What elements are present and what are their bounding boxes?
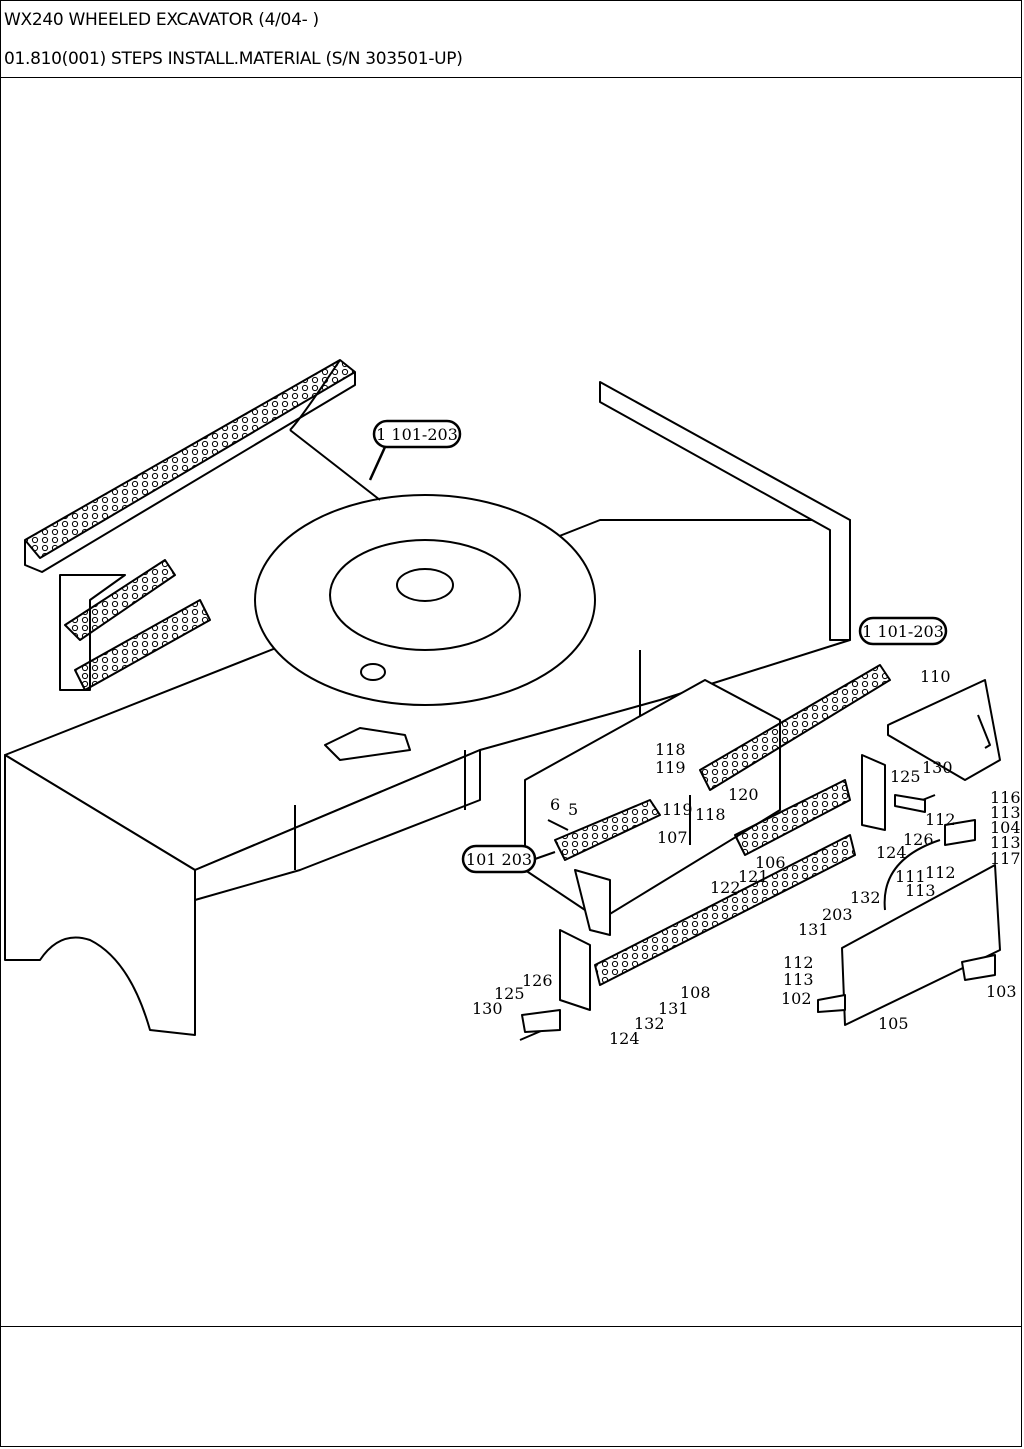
part-label: 125 (890, 767, 921, 786)
part-label: 131 (658, 999, 689, 1018)
part-label: 124 (609, 1029, 640, 1048)
frame-front-edge (194, 749, 481, 901)
part-label: 118 (695, 805, 726, 824)
part-label: 132 (850, 888, 881, 907)
part-label: 131 (798, 920, 829, 939)
slew-bracket (324, 727, 411, 761)
part-label: 132 (634, 1014, 665, 1033)
part-label: 105 (878, 1014, 909, 1033)
right-step-mid (554, 799, 661, 861)
part-label: 112 (783, 953, 814, 972)
frame-divider (294, 650, 641, 870)
part-label: 102 (781, 989, 812, 1008)
right-step-upper (699, 664, 891, 791)
step-plate-124 (559, 929, 591, 1011)
part-label: 126 (522, 971, 553, 990)
footer-rule (0, 1326, 1022, 1327)
cover-110-handle (977, 714, 991, 749)
part-label: 6 (550, 795, 560, 814)
part-labels: 6 5 118 119 119 120 118 107 106 121 122 … (472, 667, 1021, 1048)
svg-text:101 203: 101 203 (466, 850, 532, 869)
part-label: 106 (755, 853, 786, 872)
latch-102 (817, 994, 846, 1013)
bracket-125-left (521, 1009, 561, 1033)
part-label: 130 (472, 999, 503, 1018)
left-step-bracket (59, 574, 126, 691)
model-title: WX240 WHEELED EXCAVATOR (4/04- ) (4, 10, 319, 30)
part-label: 130 (922, 758, 953, 777)
part-label: 116 (990, 788, 1021, 807)
part-label: 112 (925, 810, 956, 829)
svg-text:1 101-203: 1 101-203 (862, 622, 944, 641)
step-plate-124-right (861, 754, 886, 831)
part-label: 104 (990, 818, 1021, 837)
bracket-125-right (894, 794, 926, 813)
part-label: 124 (876, 843, 907, 862)
part-label: 5 (568, 800, 578, 819)
right-step-lower (734, 779, 851, 856)
svg-text:1 101-203: 1 101-203 (376, 425, 458, 444)
swing-ring-hole (396, 568, 454, 602)
callout-left: 101 203 (461, 844, 556, 874)
bolt-5 (547, 819, 569, 831)
part-label: 117 (990, 849, 1021, 868)
swing-ring-port (360, 663, 386, 681)
left-step-lower (64, 559, 176, 641)
right-step-end (574, 869, 611, 936)
swing-ring-inner (329, 539, 521, 651)
part-label: 119 (655, 758, 686, 777)
section-title: 01.810(001) STEPS INSTALL.MATERIAL (S/N … (0, 40, 1022, 78)
cover-110 (887, 679, 1001, 781)
part-label: 113 (905, 881, 936, 900)
part-label: 112 (925, 863, 956, 882)
part-label: 107 (657, 828, 688, 847)
door-handle-103 (961, 954, 996, 981)
part-label: 122 (710, 878, 741, 897)
callout-top: 1 101-203 (368, 419, 462, 481)
part-label: 113 (990, 803, 1021, 822)
left-step-stay (289, 359, 381, 501)
part-label: 108 (680, 983, 711, 1002)
part-label: 118 (655, 740, 686, 759)
frame-rear-block (599, 381, 851, 641)
part-label: 203 (822, 905, 853, 924)
part-label: 113 (990, 833, 1021, 852)
lead-arc (883, 839, 941, 911)
left-step-top-edge (24, 372, 356, 573)
part-label: 119 (662, 800, 693, 819)
part-label: 103 (986, 982, 1017, 1001)
part-label: 126 (903, 830, 934, 849)
left-step-bottom (74, 599, 211, 691)
part-label: 121 (738, 867, 769, 886)
callout-right: 1 101-203 (858, 616, 948, 646)
parts-diagram: 1 101-203 1 101-203 101 203 6 5 118 119 … (4, 359, 1021, 1048)
right-step-bottom (594, 834, 856, 986)
part-label: 111 (895, 867, 926, 886)
hinge-104 (944, 819, 976, 846)
part-label: 120 (728, 785, 759, 804)
part-label: 125 (494, 984, 525, 1003)
part-label: 110 (920, 667, 951, 686)
frame-left-side (4, 754, 196, 1036)
part-label: 113 (783, 970, 814, 989)
